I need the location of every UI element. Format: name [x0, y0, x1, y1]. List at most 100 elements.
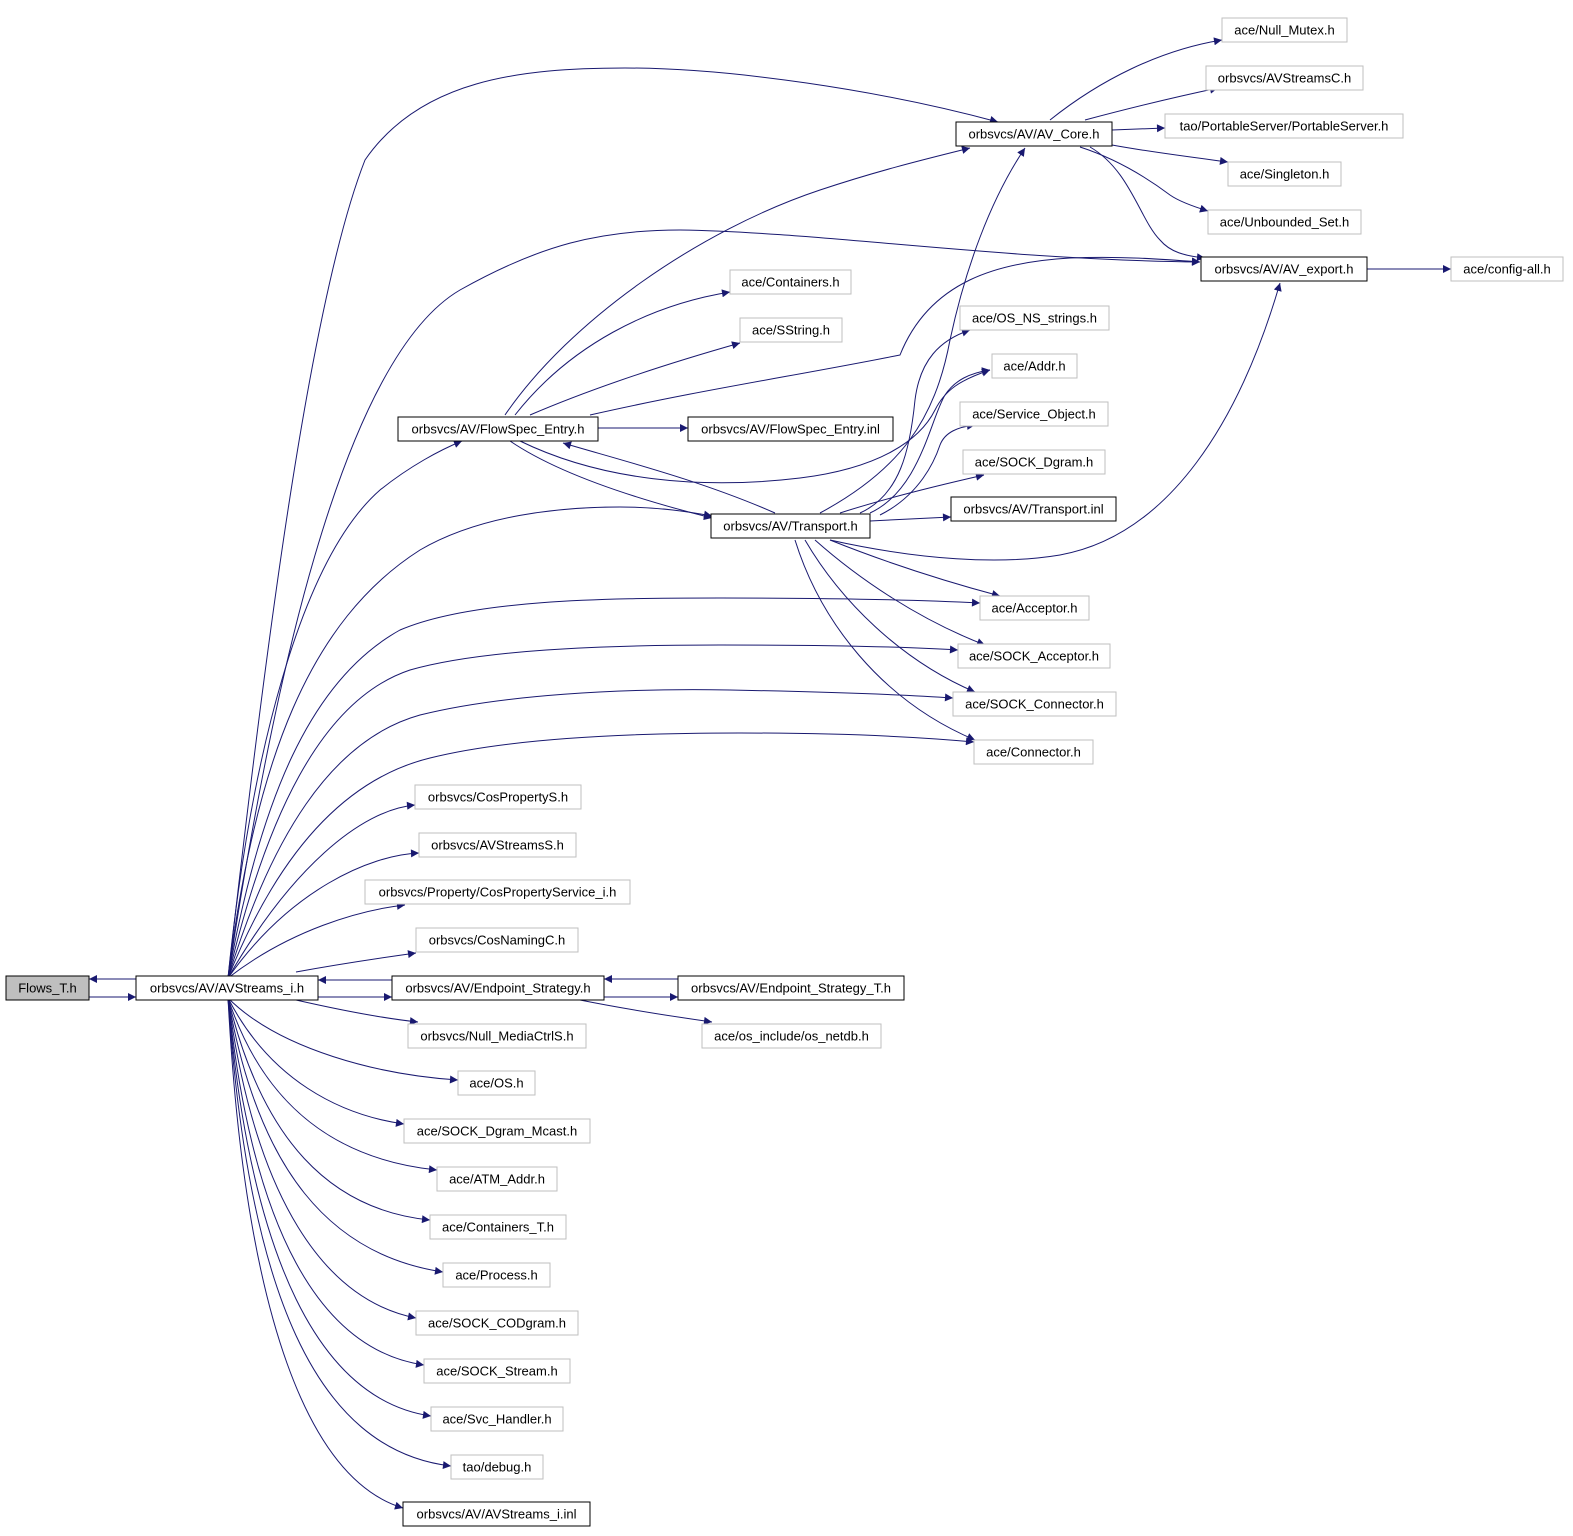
- node-os[interactable]: ace/OS.h: [457, 1070, 536, 1096]
- node-svc-handler[interactable]: ace/Svc_Handler.h: [430, 1406, 564, 1432]
- node-containers[interactable]: ace/Containers.h: [729, 269, 852, 295]
- node-label: orbsvcs/AV/Transport.h: [723, 519, 857, 534]
- node-label: orbsvcs/AV/Endpoint_Strategy.h: [405, 981, 590, 996]
- edge-avstreams-i-to-svc-handler: [227, 997, 432, 1419]
- edge-avstreams-i-to-debug: [227, 997, 452, 1470]
- node-label: ace/Connector.h: [986, 745, 1081, 760]
- node-cosnamingc[interactable]: orbsvcs/CosNamingC.h: [415, 927, 579, 953]
- edge-transport-h-to-connector: [794, 539, 976, 741]
- edge-avstreams-i-to-os: [227, 997, 459, 1084]
- edge-avstreams-i-to-sock-connector: [227, 689, 954, 979]
- node-sock-stream[interactable]: ace/SOCK_Stream.h: [423, 1358, 571, 1384]
- edge-avstreams-i-to-av-export: [227, 229, 1201, 979]
- node-label: ace/OS.h: [469, 1076, 523, 1091]
- node-label: orbsvcs/AV/Transport.inl: [963, 502, 1103, 517]
- edge-avstreams-i-to-sock-codgram: [227, 997, 417, 1321]
- edge-transport-h-to-sock-dgram: [839, 472, 985, 514]
- node-process[interactable]: ace/Process.h: [442, 1262, 551, 1288]
- edges: [89, 37, 1451, 1510]
- edge-endpoint-strategy-to-os-netdb: [579, 999, 713, 1025]
- node-os-netdb[interactable]: ace/os_include/os_netdb.h: [701, 1023, 882, 1049]
- node-flows-t[interactable]: Flows_T.h: [5, 975, 90, 1001]
- node-config-all[interactable]: ace/config-all.h: [1450, 256, 1564, 282]
- node-sock-dgram[interactable]: ace/SOCK_Dgram.h: [962, 449, 1106, 475]
- node-endpoint-strategy[interactable]: orbsvcs/AV/Endpoint_Strategy.h: [391, 975, 605, 1001]
- node-os-ns-strings[interactable]: ace/OS_NS_strings.h: [959, 305, 1110, 331]
- node-flowspec-entry-h[interactable]: orbsvcs/AV/FlowSpec_Entry.h: [397, 416, 599, 442]
- node-transport-inl[interactable]: orbsvcs/AV/Transport.inl: [950, 496, 1117, 522]
- node-label: orbsvcs/CosPropertyS.h: [428, 790, 568, 805]
- node-cospropertyservice-i[interactable]: orbsvcs/Property/CosPropertyService_i.h: [364, 879, 631, 905]
- node-label: tao/debug.h: [463, 1460, 532, 1475]
- node-label: ace/Unbounded_Set.h: [1220, 215, 1349, 230]
- node-avstreams-i-inl[interactable]: orbsvcs/AV/AVStreams_i.inl: [402, 1501, 591, 1527]
- edge-avstreams-i-to-null-mediactrls: [295, 999, 419, 1026]
- edge-avstreams-i-to-connector: [227, 732, 975, 979]
- node-label: ace/config-all.h: [1463, 262, 1550, 277]
- node-label: ace/Acceptor.h: [992, 601, 1078, 616]
- node-label: orbsvcs/AV/FlowSpec_Entry.h: [412, 422, 585, 437]
- node-label: ace/Containers.h: [741, 275, 839, 290]
- edge-av-core-to-singleton: [1111, 144, 1229, 165]
- node-label: orbsvcs/AV/FlowSpec_Entry.inl: [701, 422, 880, 437]
- node-label: orbsvcs/AVStreamsS.h: [431, 838, 564, 853]
- node-sstring[interactable]: ace/SString.h: [739, 317, 843, 343]
- node-portableserver[interactable]: tao/PortableServer/PortableServer.h: [1164, 113, 1404, 139]
- node-transport-h[interactable]: orbsvcs/AV/Transport.h: [710, 513, 871, 539]
- edge-avstreams-i-to-sock-stream: [227, 997, 425, 1368]
- node-null-mutex[interactable]: ace/Null_Mutex.h: [1221, 17, 1348, 43]
- node-avstreamsc[interactable]: orbsvcs/AVStreamsC.h: [1205, 65, 1364, 91]
- edge-avstreams-i-to-avstreamss: [227, 849, 420, 979]
- node-unbounded-set[interactable]: ace/Unbounded_Set.h: [1207, 209, 1362, 235]
- node-debug[interactable]: tao/debug.h: [450, 1454, 544, 1480]
- node-label: ace/Svc_Handler.h: [442, 1412, 551, 1427]
- node-sock-connector[interactable]: ace/SOCK_Connector.h: [952, 691, 1117, 717]
- node-label: ace/Process.h: [455, 1268, 537, 1283]
- edge-avstreams-i-to-atm-addr: [227, 997, 438, 1174]
- node-av-core[interactable]: orbsvcs/AV/AV_Core.h: [955, 121, 1113, 147]
- node-endpoint-strategy-t[interactable]: orbsvcs/AV/Endpoint_Strategy_T.h: [677, 975, 905, 1001]
- node-service-object[interactable]: ace/Service_Object.h: [959, 401, 1109, 427]
- node-label: ace/SOCK_Connector.h: [965, 697, 1104, 712]
- edge-flowspec-entry-h-to-sstring: [529, 341, 741, 416]
- edge-av-core-to-null-mutex: [1049, 37, 1223, 121]
- node-sock-dgram-mcast[interactable]: ace/SOCK_Dgram_Mcast.h: [403, 1118, 591, 1144]
- node-avstreamss[interactable]: orbsvcs/AVStreamsS.h: [418, 832, 577, 858]
- edge-avstreams-i-to-transport-h: [227, 506, 713, 979]
- node-label: ace/SOCK_CODgram.h: [428, 1316, 566, 1331]
- edge-avstreams-i-to-cospropertyservice-i: [227, 901, 406, 979]
- node-label: orbsvcs/AV/AVStreams_i.h: [150, 981, 304, 996]
- node-label: orbsvcs/AV/AV_export.h: [1215, 262, 1354, 277]
- node-label: ace/SString.h: [752, 323, 830, 338]
- node-label: orbsvcs/AV/Endpoint_Strategy_T.h: [691, 981, 891, 996]
- node-label: orbsvcs/Property/CosPropertyService_i.h: [379, 885, 617, 900]
- node-label: ace/ATM_Addr.h: [449, 1172, 545, 1187]
- node-av-export[interactable]: orbsvcs/AV/AV_export.h: [1200, 256, 1368, 282]
- node-addr[interactable]: ace/Addr.h: [991, 353, 1078, 379]
- edge-flowspec-entry-h-to-av-export: [589, 256, 1201, 416]
- node-label: Flows_T.h: [18, 981, 77, 996]
- node-containers-t[interactable]: ace/Containers_T.h: [429, 1214, 567, 1240]
- node-label: orbsvcs/AVStreamsC.h: [1218, 71, 1351, 86]
- node-flowspec-entry-inl[interactable]: orbsvcs/AV/FlowSpec_Entry.inl: [687, 416, 894, 442]
- node-sock-acceptor[interactable]: ace/SOCK_Acceptor.h: [957, 643, 1111, 669]
- node-label: orbsvcs/CosNamingC.h: [429, 933, 566, 948]
- node-label: orbsvcs/AV/AVStreams_i.inl: [417, 1507, 577, 1522]
- edge-transport-h-to-sock-acceptor: [814, 539, 986, 646]
- edge-av-core-to-av-export: [1089, 146, 1206, 262]
- node-sock-codgram[interactable]: ace/SOCK_CODgram.h: [415, 1310, 579, 1336]
- node-label: ace/SOCK_Dgram_Mcast.h: [417, 1124, 577, 1139]
- edge-transport-h-to-sock-connector: [804, 539, 976, 693]
- node-label: ace/SOCK_Stream.h: [436, 1364, 557, 1379]
- node-label: ace/SOCK_Acceptor.h: [969, 649, 1099, 664]
- node-label: ace/Addr.h: [1003, 359, 1065, 374]
- node-acceptor[interactable]: ace/Acceptor.h: [979, 595, 1090, 621]
- node-avstreams-i-h[interactable]: orbsvcs/AV/AVStreams_i.h: [135, 975, 319, 1001]
- node-null-mediactrls[interactable]: orbsvcs/Null_MediaCtrlS.h: [407, 1023, 587, 1049]
- node-cospropertys[interactable]: orbsvcs/CosPropertyS.h: [414, 784, 582, 810]
- node-singleton[interactable]: ace/Singleton.h: [1227, 161, 1342, 187]
- node-connector[interactable]: ace/Connector.h: [973, 739, 1094, 765]
- node-atm-addr[interactable]: ace/ATM_Addr.h: [436, 1166, 558, 1192]
- node-label: orbsvcs/Null_MediaCtrlS.h: [420, 1029, 573, 1044]
